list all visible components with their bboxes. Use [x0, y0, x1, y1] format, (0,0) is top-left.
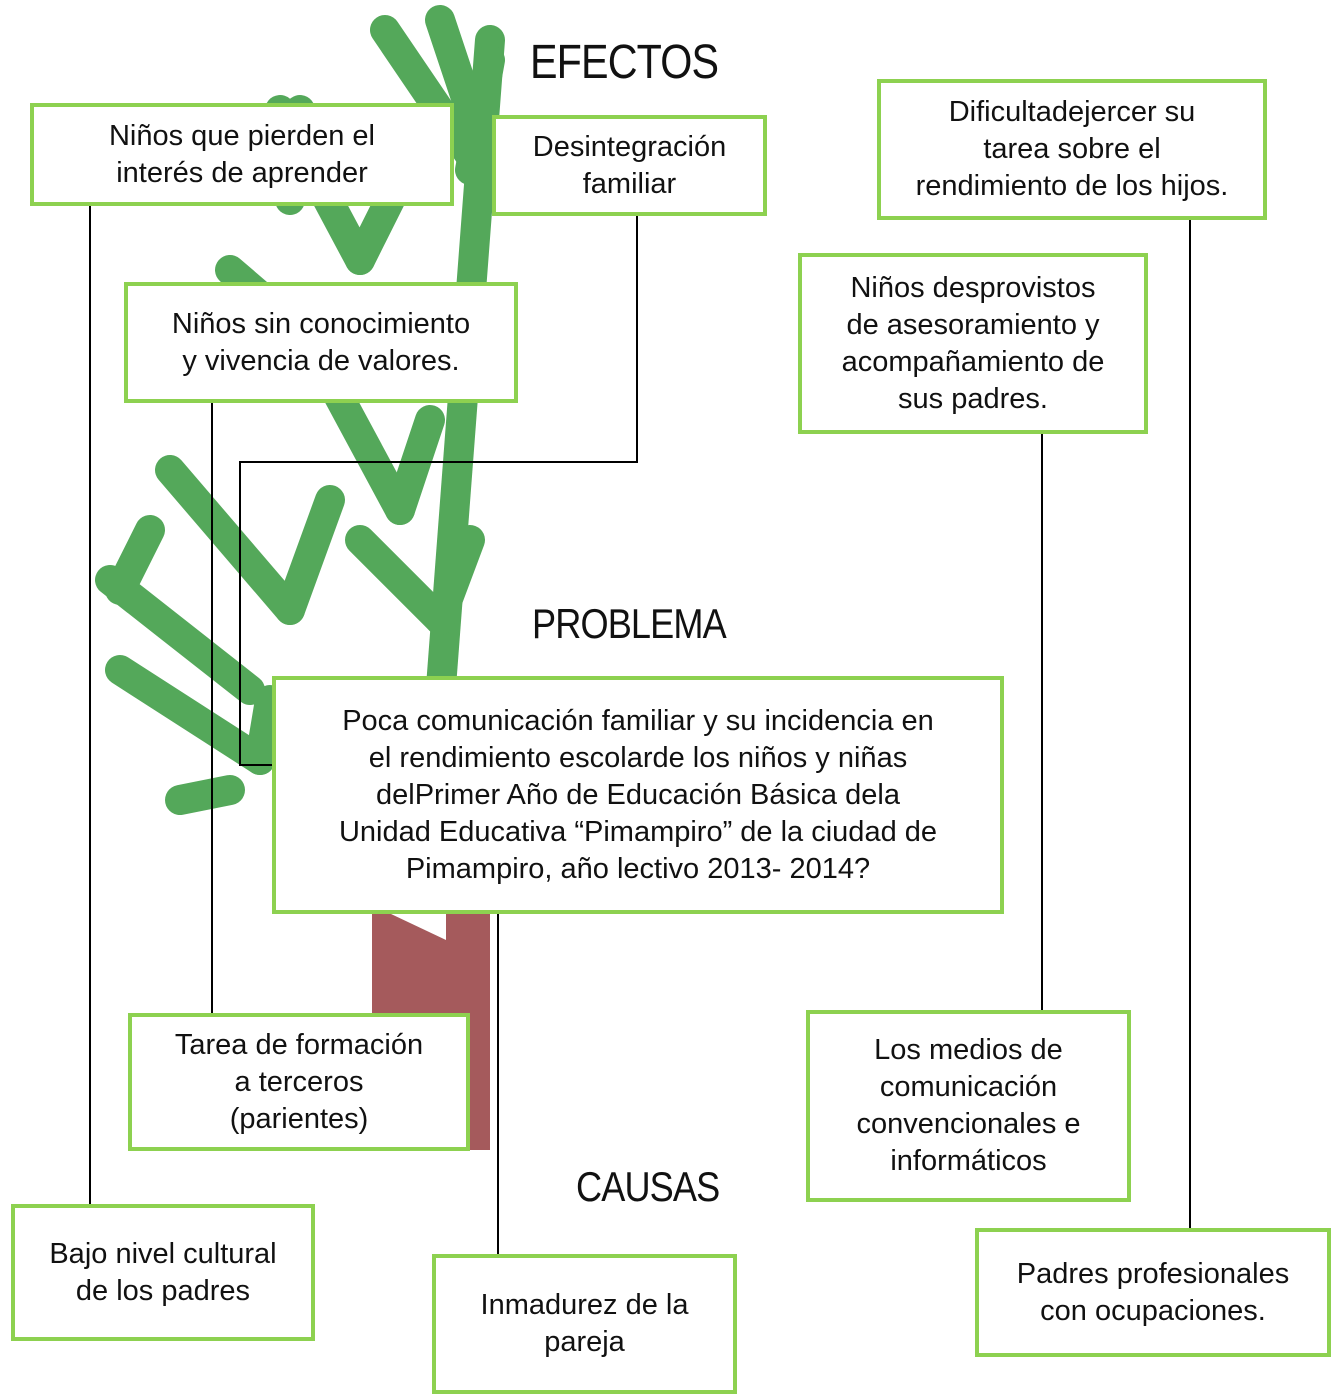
problem-heading: PROBLEMA — [532, 600, 727, 647]
causes-heading: CAUSAS — [576, 1163, 720, 1210]
effect-box-values: Niños sin conocimiento y vivencia de val… — [124, 282, 518, 403]
cause-box-media: Los medios de comunicación convencionale… — [806, 1010, 1131, 1202]
effect-box-family-disintegration: Desintegración familiar — [492, 115, 767, 216]
problem-box: Poca comunicación familiar y su incidenc… — [272, 676, 1004, 914]
cause-box-third-parties: Tarea de formación a terceros (parientes… — [128, 1013, 470, 1151]
cause-box-low-culture: Bajo nivel cultural de los padres — [11, 1204, 315, 1341]
effect-box-no-guidance: Niños desprovistos de asesoramiento y ac… — [798, 253, 1148, 434]
cause-box-immaturity: Inmadurez de la pareja — [432, 1254, 737, 1394]
effect-box-difficulty-supervising: Dificultadejercer su tarea sobre el rend… — [877, 79, 1267, 220]
effect-box-loss-of-interest: Niños que pierden el interés de aprender — [30, 103, 454, 206]
cause-box-busy-parents: Padres profesionales con ocupaciones. — [975, 1228, 1331, 1357]
effects-heading: EFECTOS — [530, 36, 719, 89]
